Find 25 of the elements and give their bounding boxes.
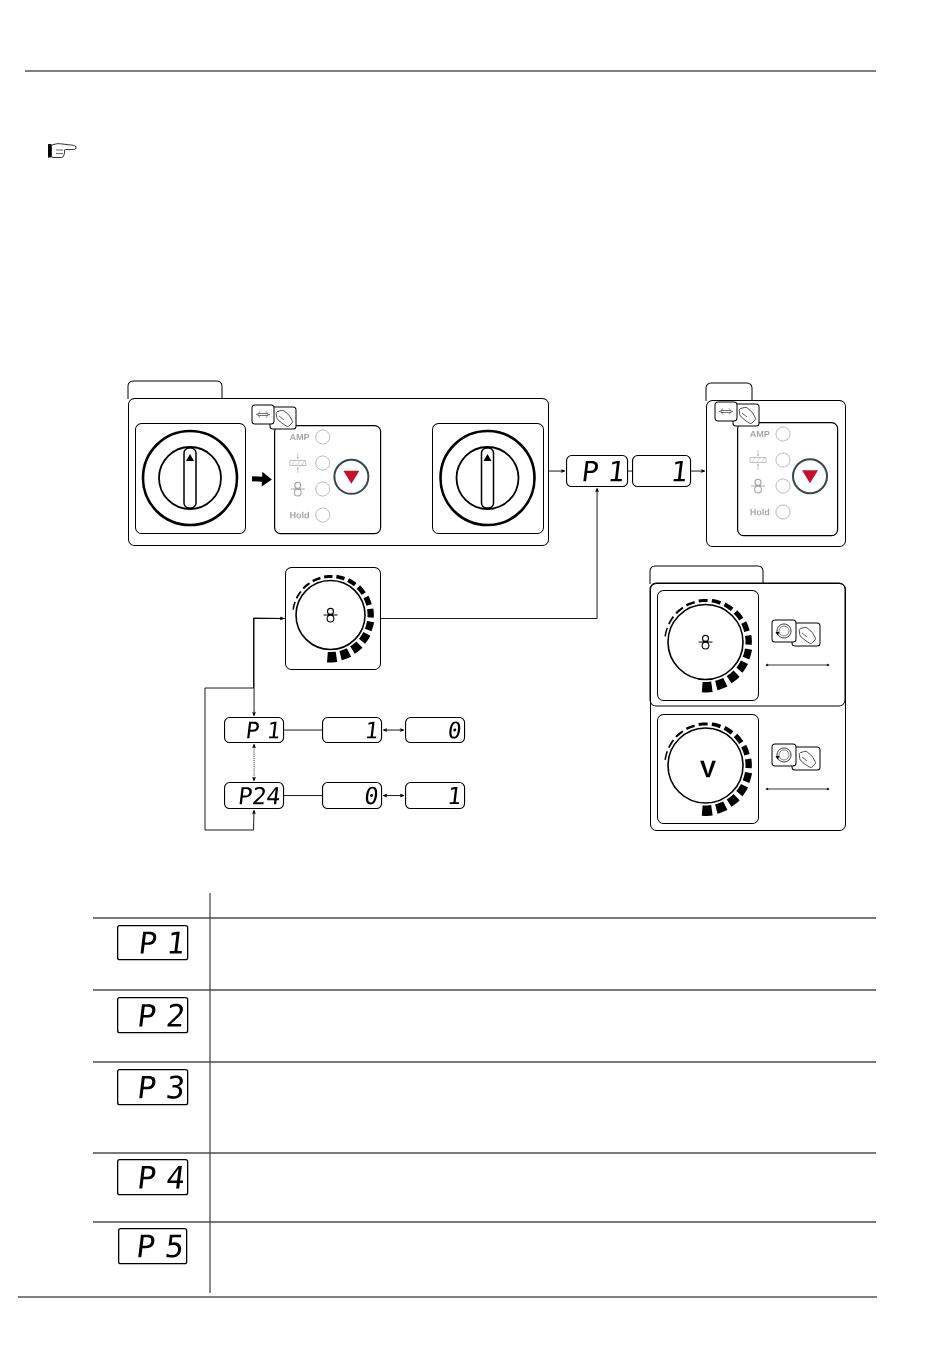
segment-display: 1 [405, 782, 466, 810]
dial-box [657, 590, 759, 701]
segment-display: P24 [224, 782, 285, 810]
dial-box [285, 567, 381, 670]
segment-display: 0 [405, 717, 466, 744]
panel-frame [649, 565, 846, 831]
panel-frame [705, 382, 846, 547]
segment-display: P 1 [117, 925, 189, 961]
led-label: AMP [750, 430, 770, 438]
segment-display: 1 [322, 717, 383, 744]
dial-box: V [657, 714, 759, 824]
segment-display: P 5 [118, 1228, 188, 1265]
segment-display: P 2 [117, 997, 189, 1034]
segment-display: 0 [322, 782, 383, 810]
knob-box [432, 423, 544, 534]
segment-display: 1 [632, 455, 692, 488]
segment-display: P 1 [566, 455, 629, 488]
led-label: Hold [750, 508, 770, 516]
segment-display: P 3 [117, 1069, 189, 1106]
led-label: Hold [290, 511, 309, 519]
led-label: AMP [289, 433, 310, 441]
segment-display: P 4 [117, 1159, 189, 1196]
knob-box [135, 423, 246, 534]
segment-display: P 1 [224, 717, 285, 744]
panel-frame [127, 380, 549, 546]
